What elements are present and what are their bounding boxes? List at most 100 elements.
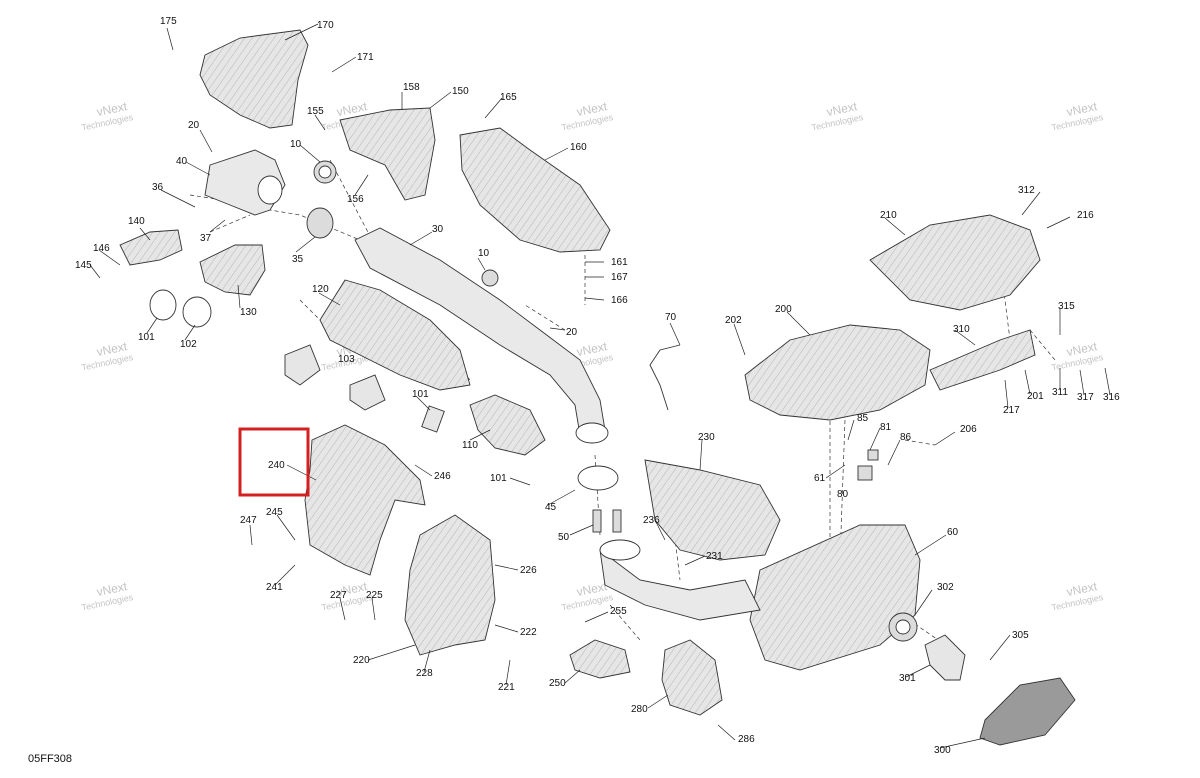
part-label-45[interactable]: 45 bbox=[545, 502, 557, 513]
part-label-165[interactable]: 165 bbox=[500, 92, 517, 103]
svg-text:vNext: vNext bbox=[825, 99, 859, 119]
part-label-140[interactable]: 140 bbox=[128, 216, 145, 227]
part-label-166[interactable]: 166 bbox=[611, 295, 628, 306]
part-label-317[interactable]: 317 bbox=[1077, 392, 1094, 403]
part-label-221[interactable]: 221 bbox=[498, 682, 515, 693]
part-label-35[interactable]: 35 bbox=[292, 254, 304, 265]
part-label-222[interactable]: 222 bbox=[520, 627, 537, 638]
part-label-236[interactable]: 236 bbox=[643, 515, 660, 526]
svg-text:vNext: vNext bbox=[335, 99, 369, 119]
part-label-70[interactable]: 70 bbox=[665, 312, 677, 323]
part-label-247[interactable]: 247 bbox=[240, 515, 257, 526]
svg-text:vNext: vNext bbox=[1065, 579, 1099, 599]
part-label-81[interactable]: 81 bbox=[880, 422, 892, 433]
part-label-202[interactable]: 202 bbox=[725, 315, 742, 326]
part-label-206[interactable]: 206 bbox=[960, 424, 977, 435]
part-label-171[interactable]: 171 bbox=[357, 52, 374, 63]
diagram-code: 05FF308 bbox=[28, 753, 72, 765]
part-label-300[interactable]: 300 bbox=[934, 745, 951, 756]
part-label-302[interactable]: 302 bbox=[937, 582, 954, 593]
part-label-312[interactable]: 312 bbox=[1018, 185, 1035, 196]
part-label-226[interactable]: 226 bbox=[520, 565, 537, 576]
part-label-250[interactable]: 250 bbox=[549, 678, 566, 689]
part-label-36[interactable]: 36 bbox=[152, 182, 164, 193]
part-label-61[interactable]: 61 bbox=[814, 473, 826, 484]
part-label-231[interactable]: 231 bbox=[706, 551, 723, 562]
part-label-161[interactable]: 161 bbox=[611, 257, 628, 268]
part-label-200[interactable]: 200 bbox=[775, 304, 792, 315]
part-label-225[interactable]: 225 bbox=[366, 590, 383, 601]
svg-text:vNext: vNext bbox=[575, 99, 609, 119]
part-label-310[interactable]: 310 bbox=[953, 324, 970, 335]
part-label-305[interactable]: 305 bbox=[1012, 630, 1029, 641]
part-label-316[interactable]: 316 bbox=[1103, 392, 1120, 403]
part-label-10a[interactable]: 10 bbox=[290, 139, 302, 150]
heat-shield-170 bbox=[199, 29, 309, 129]
part-label-246[interactable]: 246 bbox=[434, 471, 451, 482]
part-label-85[interactable]: 85 bbox=[857, 413, 869, 424]
part-label-227[interactable]: 227 bbox=[330, 590, 347, 601]
part-label-80[interactable]: 80 bbox=[837, 489, 849, 500]
part-labels: 175 170 171 158 150 165 155 160 20 10 156 40 36 37 140… bbox=[75, 16, 1120, 756]
parts-layer bbox=[119, 29, 1076, 746]
part-label-60[interactable]: 60 bbox=[947, 527, 959, 538]
part-label-20b[interactable]: 20 bbox=[566, 327, 578, 338]
leader-lines bbox=[89, 23, 1111, 749]
svg-text:vNext: vNext bbox=[575, 579, 609, 599]
part-label-37[interactable]: 37 bbox=[200, 233, 212, 244]
part-label-120[interactable]: 120 bbox=[312, 284, 329, 295]
part-label-241[interactable]: 241 bbox=[266, 582, 283, 593]
part-label-150[interactable]: 150 bbox=[452, 86, 469, 97]
part-label-301[interactable]: 301 bbox=[899, 673, 916, 684]
part-label-175[interactable]: 175 bbox=[160, 16, 177, 27]
part-label-230[interactable]: 230 bbox=[698, 432, 715, 443]
part-label-170[interactable]: 170 bbox=[317, 20, 334, 31]
part-label-146[interactable]: 146 bbox=[93, 243, 110, 254]
part-label-255[interactable]: 255 bbox=[610, 606, 627, 617]
part-label-155[interactable]: 155 bbox=[307, 106, 324, 117]
part-label-311[interactable]: 311 bbox=[1052, 387, 1068, 398]
part-label-50[interactable]: 50 bbox=[558, 532, 570, 543]
part-label-110[interactable]: 110 bbox=[462, 440, 478, 451]
svg-text:vNext: vNext bbox=[335, 579, 369, 599]
part-label-101c[interactable]: 101 bbox=[490, 473, 507, 484]
part-label-201[interactable]: 201 bbox=[1027, 391, 1044, 402]
part-label-210[interactable]: 210 bbox=[880, 210, 897, 221]
part-label-217[interactable]: 217 bbox=[1003, 405, 1020, 416]
part-label-30[interactable]: 30 bbox=[432, 224, 444, 235]
part-label-280[interactable]: 280 bbox=[631, 704, 648, 715]
part-label-10b[interactable]: 10 bbox=[478, 248, 490, 259]
part-label-145[interactable]: 145 bbox=[75, 260, 92, 271]
part-label-216[interactable]: 216 bbox=[1077, 210, 1094, 221]
part-label-245[interactable]: 245 bbox=[266, 507, 283, 518]
svg-text:vNext: vNext bbox=[1065, 99, 1099, 119]
svg-text:vNext: vNext bbox=[95, 99, 129, 119]
part-label-101b[interactable]: 101 bbox=[412, 389, 429, 400]
part-label-130[interactable]: 130 bbox=[240, 307, 257, 318]
part-label-240[interactable]: 240 bbox=[268, 460, 285, 471]
part-label-86[interactable]: 86 bbox=[900, 432, 912, 443]
part-label-228[interactable]: 228 bbox=[416, 668, 433, 679]
part-label-158[interactable]: 158 bbox=[403, 82, 420, 93]
part-label-220[interactable]: 220 bbox=[353, 655, 370, 666]
part-label-167[interactable]: 167 bbox=[611, 272, 628, 283]
part-label-102[interactable]: 102 bbox=[180, 339, 197, 350]
part-label-315[interactable]: 315 bbox=[1058, 301, 1075, 312]
svg-text:vNext: vNext bbox=[1065, 339, 1099, 359]
bracket-150 bbox=[339, 107, 436, 201]
part-label-156[interactable]: 156 bbox=[347, 194, 364, 205]
part-label-20a[interactable]: 20 bbox=[188, 120, 200, 131]
part-label-101a[interactable]: 101 bbox=[138, 332, 155, 343]
part-label-286[interactable]: 286 bbox=[738, 734, 755, 745]
part-label-40[interactable]: 40 bbox=[176, 156, 188, 167]
part-label-103[interactable]: 103 bbox=[338, 354, 355, 365]
part-label-160[interactable]: 160 bbox=[570, 142, 587, 153]
heat-shield-240 bbox=[304, 424, 426, 576]
